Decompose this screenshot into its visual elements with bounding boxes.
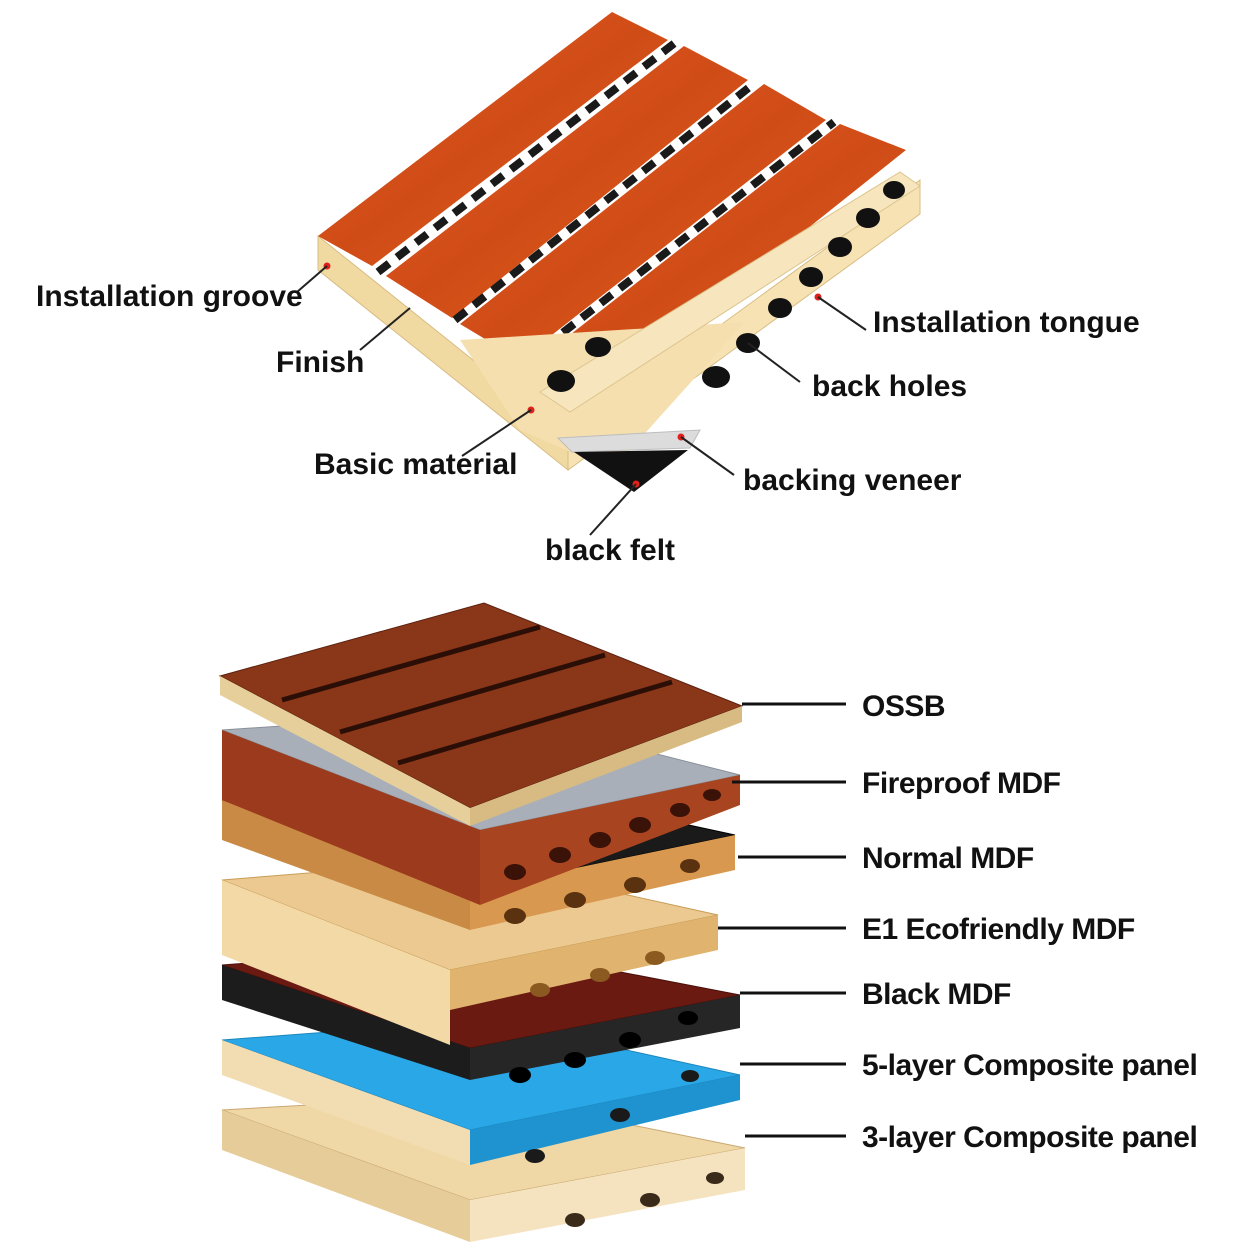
layer-ossb xyxy=(218,602,744,826)
layer-leaders xyxy=(718,702,846,1138)
label-back-holes: back holes xyxy=(812,370,967,403)
label-3-layer-composite-panel: 3-layer Composite panel xyxy=(862,1121,1197,1154)
label-installation-tongue: Installation tongue xyxy=(873,306,1140,339)
leader-installation-groove xyxy=(296,265,328,293)
leader-black-felt xyxy=(589,483,637,536)
backing-veneer xyxy=(556,429,701,453)
black-felt xyxy=(574,450,688,492)
label-fireproof-mdf: Fireproof MDF xyxy=(862,767,1061,800)
finish-strip-1 xyxy=(318,12,668,266)
label-normal-mdf: Normal MDF xyxy=(862,842,1034,875)
finish-strip-3 xyxy=(460,84,826,360)
finish-strip-4 xyxy=(530,124,906,386)
label-ossb: OSSB xyxy=(862,690,945,723)
leader-basic-material xyxy=(461,409,532,457)
basic-material-cutaway xyxy=(460,322,745,470)
label-finish: Finish xyxy=(276,346,364,379)
leader-backing-veneer xyxy=(680,436,735,476)
label-basic-material: Basic material xyxy=(314,448,517,481)
label-e1-ecofriendly-mdf: E1 Ecofriendly MDF xyxy=(862,913,1135,946)
leader-finish xyxy=(359,307,411,351)
label-black-mdf: Black MDF xyxy=(862,978,1011,1011)
label-installation-groove: Installation groove xyxy=(36,280,303,313)
leader-installation-tongue xyxy=(817,296,867,331)
leader-back-holes xyxy=(747,342,801,383)
label-5-layer-composite-panel: 5-layer Composite panel xyxy=(862,1049,1197,1082)
groove-slots xyxy=(375,38,837,366)
material-layers-illustration xyxy=(218,602,746,1242)
label-backing-veneer: backing veneer xyxy=(743,464,962,497)
finish-strip-2 xyxy=(386,46,748,318)
acoustic-panel-illustration: Installation groove Finish Basic materia… xyxy=(36,12,1140,567)
label-black-felt: black felt xyxy=(545,534,675,567)
tongue-strip xyxy=(539,171,921,413)
